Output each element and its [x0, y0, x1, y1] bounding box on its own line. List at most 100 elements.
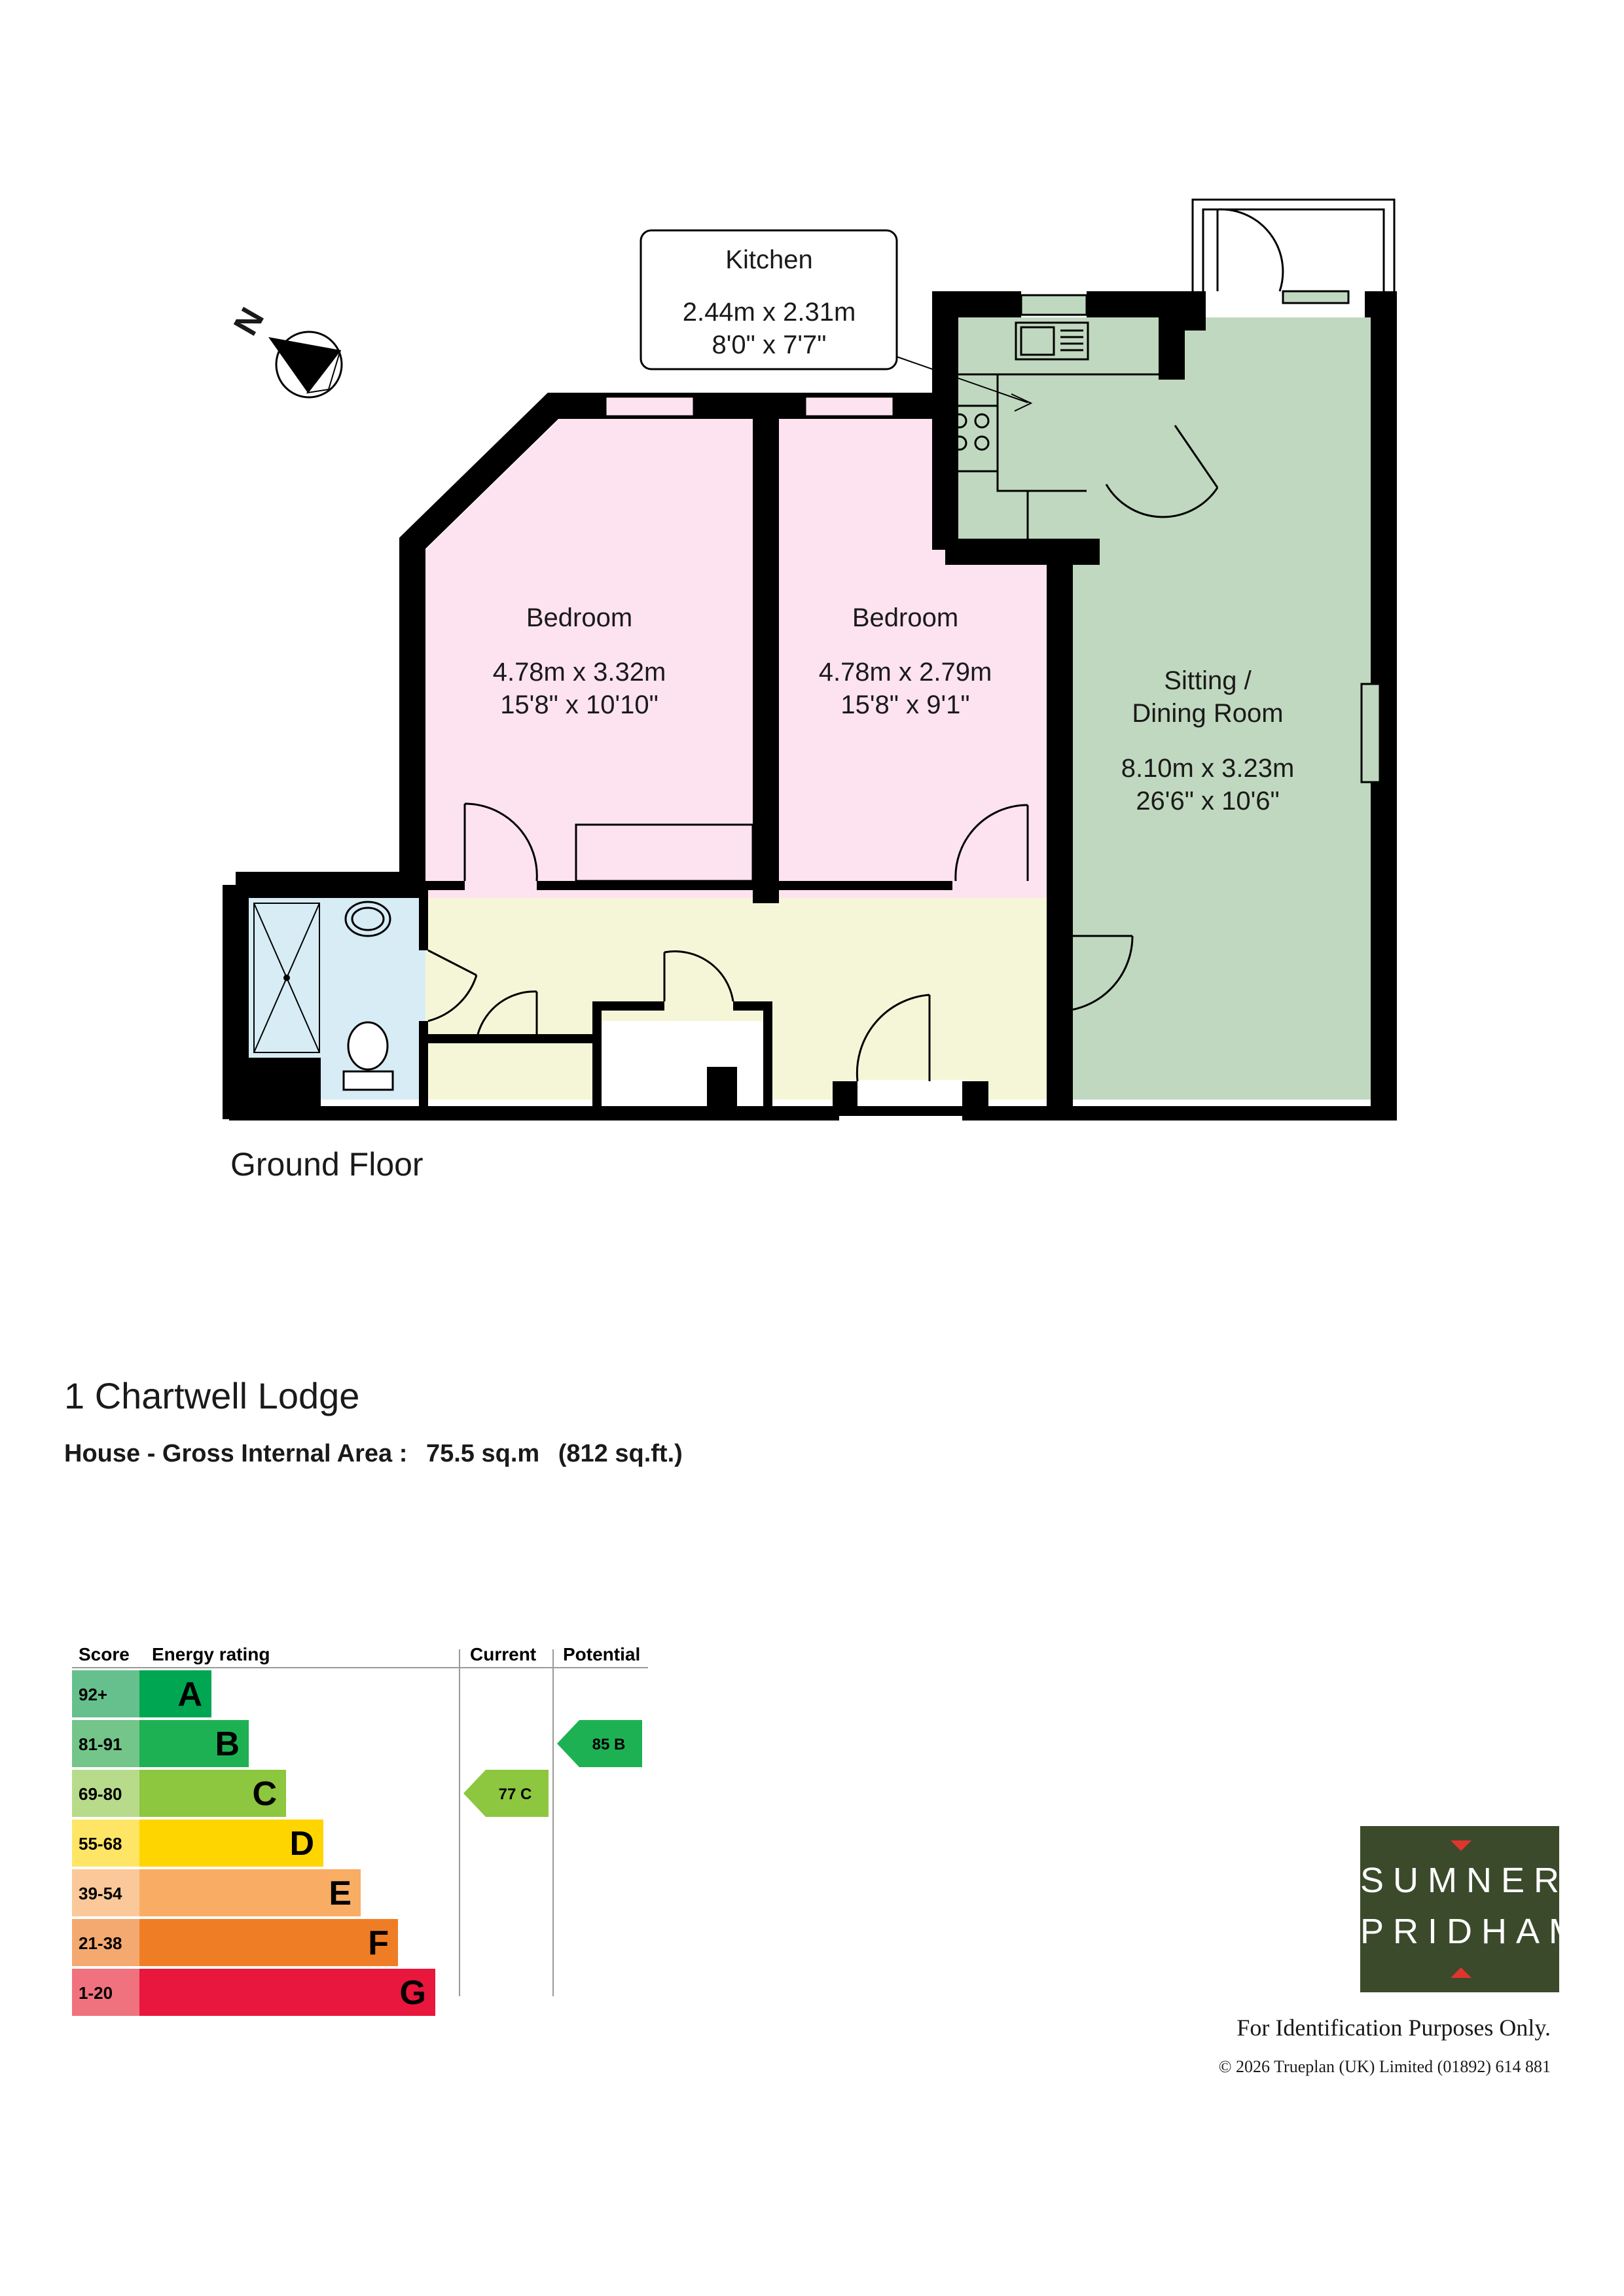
svg-text:8.10m x 3.23m: 8.10m x 3.23m [1121, 754, 1295, 783]
epc-band-letter-g: G [400, 1974, 426, 2012]
bottom-wall [229, 1081, 1397, 1121]
epc-band-f [139, 1919, 398, 1966]
epc-markers: 77 C 85 B [463, 1720, 642, 1817]
logo-bottom-triangle [1451, 1967, 1471, 1978]
floor-plan: N Kitchen 2.44m x 2.31m 8'0" x 7'7" Bedr… [223, 198, 1397, 1121]
epc-band-d [139, 1820, 323, 1867]
epc-score-cell-d [72, 1820, 139, 1867]
epc-header-rating: Energy rating [152, 1644, 270, 1664]
epc-band-letter-d: D [289, 1825, 314, 1863]
cupboard-wall-3 [599, 1001, 664, 1011]
svg-text:2.44m x 2.31m: 2.44m x 2.31m [683, 298, 856, 327]
property-name: 1 Chartwell Lodge [64, 1375, 360, 1416]
epc-score-cell-f [72, 1919, 139, 1966]
epc-band-letter-f: F [368, 1924, 389, 1962]
sink-icon [1015, 321, 1089, 361]
svg-text:15'8" x 10'10": 15'8" x 10'10" [500, 691, 659, 719]
epc-current-label: 77 C [499, 1785, 532, 1803]
epc-score-cell-g [72, 1969, 139, 2016]
epc-score-label-a: 92+ [79, 1685, 107, 1704]
logo-line-2: PRIDHAM [1360, 1912, 1588, 1951]
epc-band-g [139, 1969, 435, 2016]
svg-text:8'0" x 7'7": 8'0" x 7'7" [712, 331, 827, 359]
epc-score-cell-b [72, 1720, 139, 1767]
epc-band-letter-c: C [252, 1775, 277, 1813]
kitchen-window [1020, 294, 1088, 316]
internal-wall-bed2 [766, 881, 952, 890]
internal-wall-bed1-right [537, 881, 766, 890]
walls [223, 291, 1397, 1119]
cupboard-wall-2 [592, 1001, 602, 1113]
epc-score-label-c: 69-80 [79, 1784, 122, 1804]
bathroom-corner-block [249, 1058, 321, 1106]
room-label-bedroom-2: Bedroom 4.78m x 2.79m 15'8" x 9'1" [819, 603, 992, 719]
sitting-dining-area [1060, 317, 1371, 1100]
epc-score-label-g: 1-20 [79, 1983, 113, 2003]
cupboard-wall-1 [425, 1034, 599, 1043]
logo-line-1: SUMNER [1360, 1861, 1569, 1900]
svg-text:Dining Room: Dining Room [1132, 699, 1283, 728]
epc-score-cell-c [72, 1770, 139, 1817]
epc-score-cell-a [72, 1670, 139, 1717]
svg-text:Bedroom: Bedroom [526, 603, 632, 632]
svg-text:26'6" x 10'6": 26'6" x 10'6" [1136, 787, 1279, 816]
gross-internal-area: House - Gross Internal Area : 75.5 sq.m … [64, 1440, 695, 1468]
internal-wall-bed1 [425, 881, 465, 890]
area-sqm: 75.5 sq.m [425, 1440, 540, 1467]
shower-icon [253, 903, 320, 1053]
epc-band-letter-a: A [177, 1676, 202, 1713]
french-door [1191, 198, 1396, 292]
epc-score-label-e: 39-54 [79, 1884, 122, 1903]
kitchen-label-leader [896, 356, 1028, 403]
epc-header-potential: Potential [563, 1644, 640, 1664]
bathroom-wall-lower [419, 1021, 428, 1113]
sitting-window [1282, 290, 1350, 304]
epc-band-c [139, 1770, 286, 1817]
epc-header-score: Score [79, 1644, 130, 1664]
floor-label: Ground Floor [230, 1146, 424, 1183]
hob-icon [952, 413, 990, 451]
epc-potential-label: 85 B [592, 1736, 626, 1753]
epc-band-letter-e: E [329, 1874, 352, 1912]
svg-text:15'8" x 9'1": 15'8" x 9'1" [840, 691, 969, 719]
svg-text:4.78m x 3.32m: 4.78m x 3.32m [493, 658, 666, 687]
leader-arrowhead [1011, 393, 1033, 412]
svg-text:4.78m x 2.79m: 4.78m x 2.79m [819, 658, 992, 687]
sitting-side-window [1360, 683, 1381, 783]
bathroom-wall [419, 885, 428, 950]
epc-score-cell-e [72, 1869, 139, 1916]
room-label-kitchen: Kitchen 2.44m x 2.31m 8'0" x 7'7" [683, 245, 856, 359]
windows [604, 395, 895, 418]
epc-header-current: Current [470, 1644, 536, 1664]
identification-note: For Identification Purposes Only. [1236, 2015, 1551, 2041]
epc-score-label-f: 21-38 [79, 1933, 122, 1953]
cupboard-wall-5 [763, 1001, 772, 1113]
svg-text:Kitchen: Kitchen [725, 245, 812, 274]
room-label-bedroom-1: Bedroom 4.78m x 3.32m 15'8" x 10'10" [493, 603, 666, 719]
cupboard-wall-4 [733, 1001, 772, 1011]
svg-text:Bedroom: Bedroom [852, 603, 958, 632]
epc-score-label-d: 55-68 [79, 1834, 122, 1854]
hall-meter-block [707, 1067, 737, 1106]
epc-band-a [139, 1670, 211, 1717]
hallway-area [425, 898, 1060, 1100]
epc-potential-arrow [557, 1720, 642, 1767]
hall-worktop [575, 823, 754, 882]
area-sqft: (812 sq.ft.) [558, 1440, 683, 1467]
compass-icon [268, 331, 343, 399]
copyright-note: © 2026 Trueplan (UK) Limited (01892) 614… [1218, 2057, 1551, 2076]
toilet-icon [342, 1021, 394, 1091]
epc-score-label-b: 81-91 [79, 1734, 122, 1754]
svg-text:Sitting /: Sitting / [1164, 666, 1252, 695]
epc-bands: 92+ A 81-91 B 69-80 C 55-68 D 39-54 E 21-38 F 1-20 G [72, 1670, 435, 2016]
logo-top-triangle [1451, 1840, 1471, 1851]
epc-current-arrow [463, 1770, 549, 1817]
room-label-sitting-dining: Sitting / Dining Room 8.10m x 3.23m 26'6… [1121, 666, 1295, 816]
bedroom-1-area [425, 419, 753, 898]
kitchen-counter [944, 373, 1172, 552]
compass-north-label: N [226, 302, 272, 342]
epc-band-b [139, 1720, 249, 1767]
epc-band-letter-b: B [215, 1725, 240, 1763]
basin-icon [344, 901, 391, 937]
kitchen-label-box [640, 229, 898, 370]
